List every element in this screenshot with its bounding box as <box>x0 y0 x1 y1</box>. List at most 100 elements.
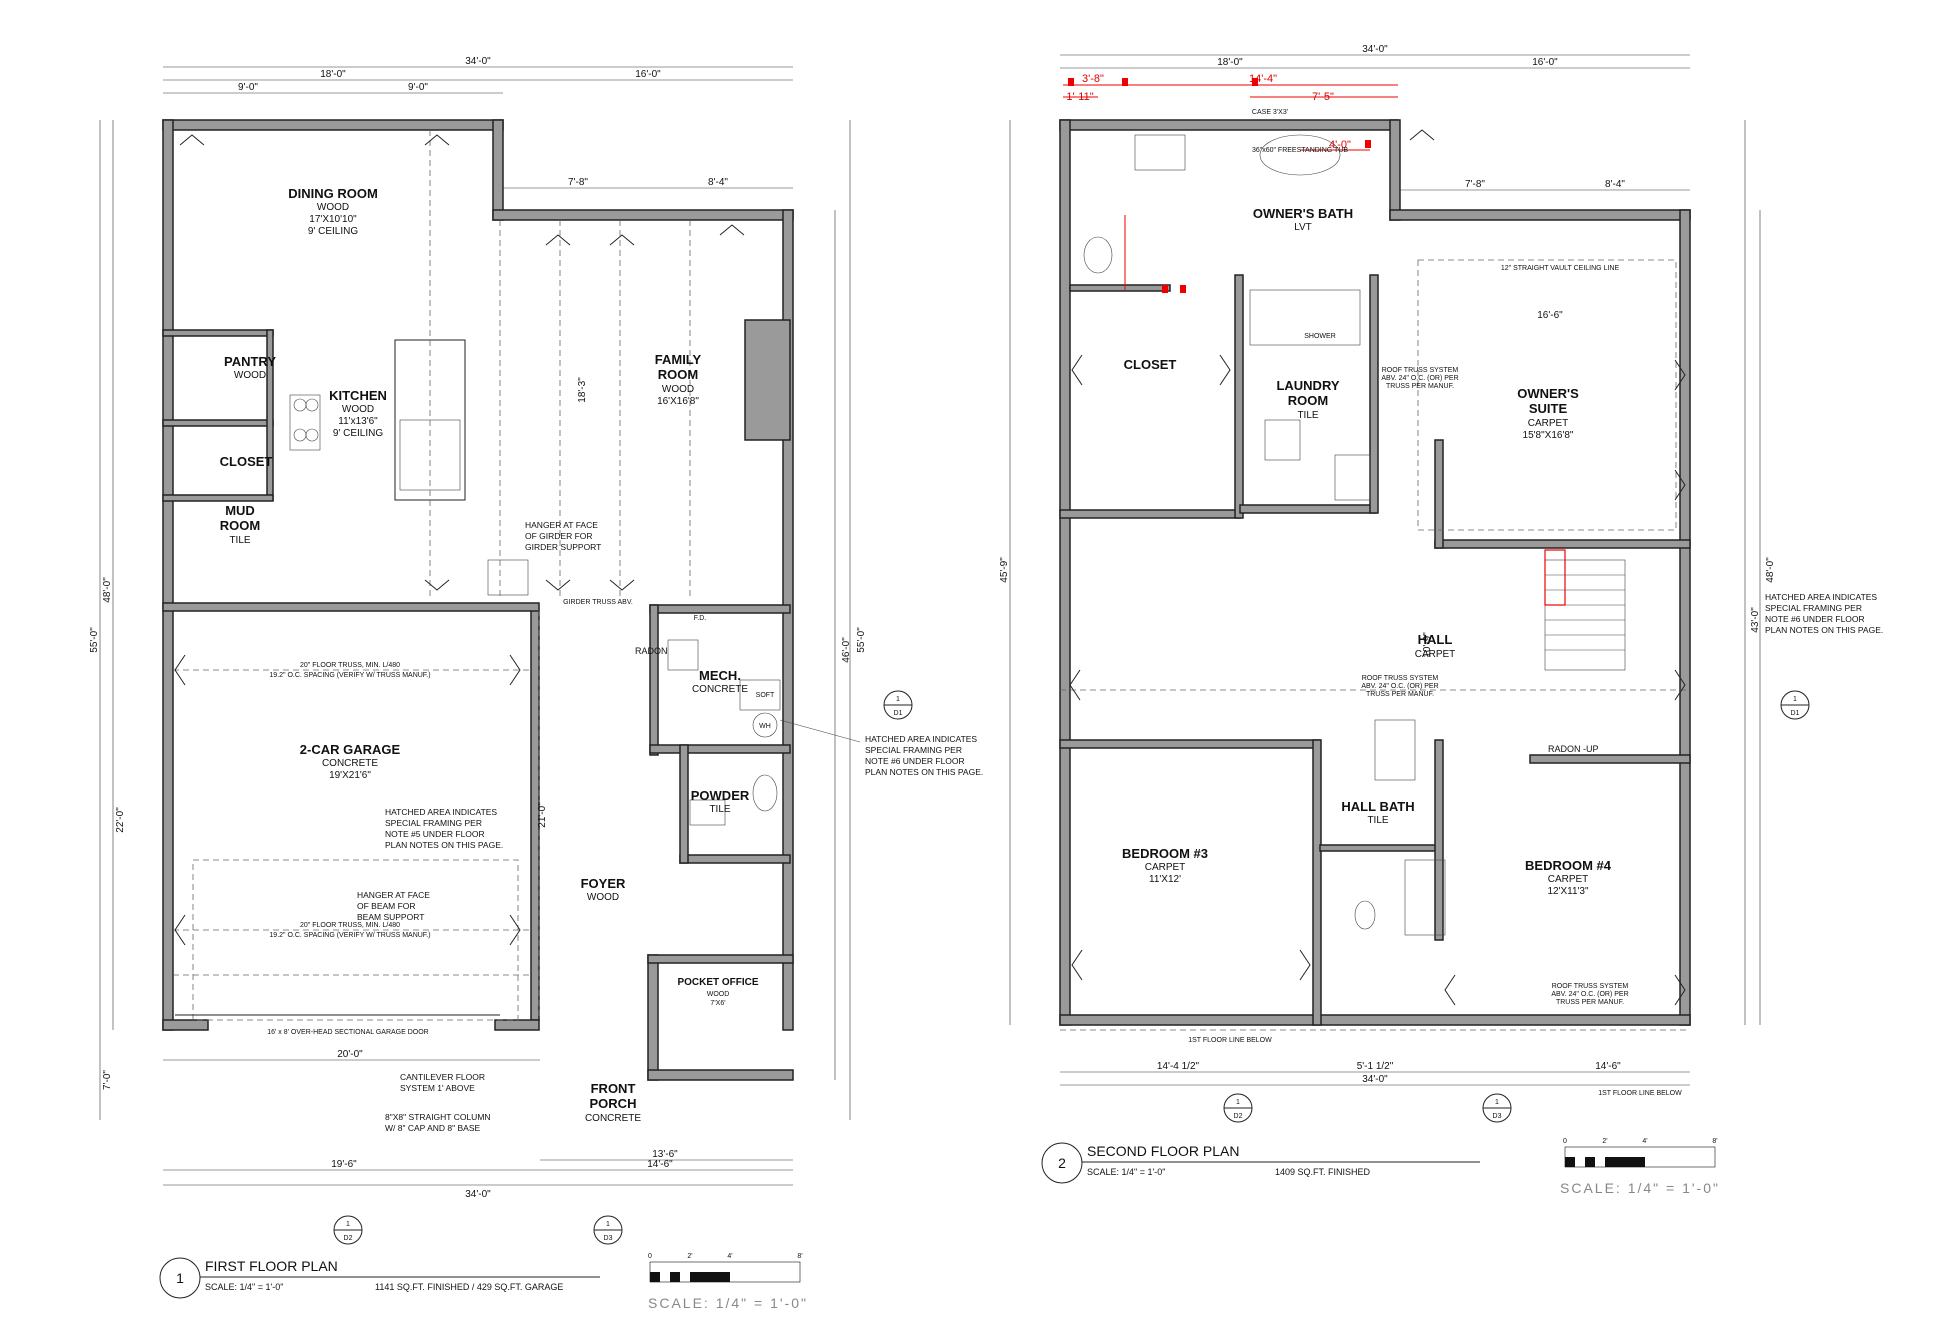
dim-sf-bot-total: 34'-0" <box>1362 1074 1388 1085</box>
room-foyer: FOYER WOOD <box>581 876 626 903</box>
svg-text:TILE: TILE <box>1297 410 1318 421</box>
dim-sf-right-43: 43'-0" <box>1750 607 1761 633</box>
svg-text:WOOD: WOOD <box>342 404 374 415</box>
svg-text:NOTE #5 UNDER FLOOR: NOTE #5 UNDER FLOOR <box>385 829 485 839</box>
svg-text:17'X10'10": 17'X10'10" <box>309 214 357 225</box>
dim-sf-left-total: 45'-9" <box>999 557 1010 583</box>
svg-text:TILE: TILE <box>709 804 730 815</box>
svg-text:WOOD: WOOD <box>662 384 694 395</box>
dim-ff-18-3: 18'-3" <box>577 377 588 403</box>
svg-text:D2: D2 <box>1234 1113 1243 1120</box>
svg-text:CONCRETE: CONCRETE <box>322 758 378 769</box>
svg-text:ROOM: ROOM <box>1288 393 1328 408</box>
svg-text:SCALE: 1/4" = 1'-0": SCALE: 1/4" = 1'-0" <box>1560 1180 1720 1196</box>
red-dim-e: 4'-0" <box>1329 139 1351 151</box>
room-owners-suite: OWNER'S SUITE CARPET 15'8"X16'8" <box>1517 386 1579 441</box>
svg-text:TRUSS PER MANUF.: TRUSS PER MANUF. <box>1386 383 1454 390</box>
svg-text:ROOM: ROOM <box>658 367 698 382</box>
svg-text:11'X12': 11'X12' <box>1149 874 1181 885</box>
second-floor-room-labels: OWNER'S BATH LVT CLOSET LAUNDRY ROOM TIL… <box>1122 206 1612 897</box>
svg-text:OWNER'S BATH: OWNER'S BATH <box>1253 206 1353 221</box>
svg-text:WOOD: WOOD <box>317 202 349 213</box>
svg-text:4': 4' <box>727 1253 732 1260</box>
svg-text:TRUSS PER MANUF.: TRUSS PER MANUF. <box>1366 691 1434 698</box>
svg-text:ROOM: ROOM <box>220 518 260 533</box>
svg-text:WOOD: WOOD <box>707 991 730 998</box>
ff-scale-bar: 0 2' 4' 8' SCALE: 1/4" = 1'-0" <box>648 1253 806 1311</box>
svg-text:MECH.: MECH. <box>699 668 741 683</box>
svg-text:20" FLOOR TRUSS, MIN. L/480: 20" FLOOR TRUSS, MIN. L/480 <box>300 662 400 669</box>
dim-sf-suite-w: 16'-6" <box>1537 310 1563 321</box>
ff-area: 1141 SQ.FT. FINISHED / 429 SQ.FT. GARAGE <box>375 1282 563 1292</box>
svg-text:TILE: TILE <box>1367 815 1388 826</box>
room-owners-bath: OWNER'S BATH LVT <box>1253 206 1353 233</box>
dim-ff-bot-total: 34'-0" <box>465 1189 491 1200</box>
svg-text:D1: D1 <box>894 710 903 717</box>
room-pocket-office: POCKET OFFICE WOOD 7'X6' <box>677 977 758 1007</box>
svg-text:SPECIAL FRAMING PER: SPECIAL FRAMING PER <box>385 818 482 828</box>
dim-ff-top-b: 16'-0" <box>635 69 661 80</box>
room-family: FAMILY ROOM WOOD 16'X16'8" <box>655 352 702 407</box>
svg-text:KITCHEN: KITCHEN <box>329 388 387 403</box>
room-front-porch: FRONT PORCH CONCRETE <box>585 1081 641 1124</box>
second-floor-notes: HATCHED AREA INDICATES SPECIAL FRAMING P… <box>1188 109 1883 1097</box>
first-floor-dim-labels: 34'-0" 18'-0" 16'-0" 9'-0" 9'-0" 7'-8" 8… <box>89 56 867 1200</box>
svg-text:WH: WH <box>759 723 771 730</box>
dim-sf-top-a: 18'-0" <box>1217 57 1243 68</box>
svg-text:0: 0 <box>1563 1138 1567 1145</box>
svg-text:TRUSS PER MANUF.: TRUSS PER MANUF. <box>1556 999 1624 1006</box>
svg-text:1: 1 <box>346 1221 350 1228</box>
dim-sf-top-b: 16'-0" <box>1532 57 1558 68</box>
sf-scale: SCALE: 1/4" = 1'-0" <box>1087 1167 1165 1177</box>
first-floor-room-labels: DINING ROOM WOOD 17'X10'10" 9' CEILING K… <box>220 186 759 1124</box>
dim-ff-top-e: 7'-8" <box>568 177 588 188</box>
red-dim-d: 7'-5" <box>1312 91 1334 103</box>
svg-text:PLAN NOTES ON THIS PAGE.: PLAN NOTES ON THIS PAGE. <box>385 840 503 850</box>
second-floor-plan: 3'-8" 1'-11" 14'-4" 7'-5" 4'-0" 34'-0" 1 <box>999 44 1883 1196</box>
svg-text:ROOF TRUSS SYSTEM: ROOF TRUSS SYSTEM <box>1382 367 1459 374</box>
svg-text:PANTRY: PANTRY <box>224 354 276 369</box>
svg-text:ABV. 24" O.C. (OR) PER: ABV. 24" O.C. (OR) PER <box>1361 683 1438 690</box>
svg-text:HANGER AT FACE: HANGER AT FACE <box>525 520 598 530</box>
room-bedroom-3: BEDROOM #3 CARPET 11'X12' <box>1122 846 1208 885</box>
dim-ff-left-7: 7'-0" <box>102 1070 113 1090</box>
svg-text:SUITE: SUITE <box>1529 401 1568 416</box>
svg-text:OF GIRDER FOR: OF GIRDER FOR <box>525 531 593 541</box>
svg-text:RADON -UP: RADON -UP <box>1548 744 1599 754</box>
svg-text:20" FLOOR TRUSS, MIN. L/480: 20" FLOOR TRUSS, MIN. L/480 <box>300 922 400 929</box>
svg-text:1: 1 <box>1793 696 1797 703</box>
svg-text:CARPET: CARPET <box>1548 874 1589 885</box>
svg-text:D1: D1 <box>1791 710 1800 717</box>
second-floor-walls <box>1059 119 1691 1026</box>
room-bedroom-4: BEDROOM #4 CARPET 12'X11'3" <box>1525 858 1612 897</box>
svg-text:BEDROOM #4: BEDROOM #4 <box>1525 858 1612 873</box>
svg-text:SYSTEM 1' ABOVE: SYSTEM 1' ABOVE <box>400 1083 475 1093</box>
room-closet-ff: CLOSET <box>220 454 273 469</box>
dim-ff-top-a: 18'-0" <box>320 69 346 80</box>
dim-sf-bot-b: 5'-1 1/2" <box>1357 1061 1394 1072</box>
sf-scale-bar: 0 2' 4' 8' SCALE: 1/4" = 1'-0" <box>1560 1138 1720 1196</box>
svg-text:16'X16'8": 16'X16'8" <box>657 396 699 407</box>
dim-ff-bot-a: 19'-6" <box>331 1159 357 1170</box>
svg-text:ABV. 24" O.C. (OR) PER: ABV. 24" O.C. (OR) PER <box>1551 991 1628 998</box>
svg-text:OWNER'S: OWNER'S <box>1517 386 1579 401</box>
room-pantry: PANTRY WOOD <box>224 354 276 381</box>
dim-ff-right-total: 55'-0" <box>856 627 867 653</box>
room-mud: MUD ROOM TILE <box>220 503 260 546</box>
svg-text:ROOF TRUSS SYSTEM: ROOF TRUSS SYSTEM <box>1362 675 1439 682</box>
ff-title-number: 1 <box>176 1270 184 1286</box>
room-powder: POWDER TILE <box>691 788 750 815</box>
svg-text:0: 0 <box>648 1253 652 1260</box>
dim-ff-bot-c: 20'-0" <box>337 1049 363 1060</box>
first-floor-title-block: 1 FIRST FLOOR PLAN SCALE: 1/4" = 1'-0" 1… <box>159 1257 600 1299</box>
svg-text:CANTILEVER FLOOR: CANTILEVER FLOOR <box>400 1072 485 1082</box>
first-floor-fixtures <box>173 130 781 1021</box>
svg-text:9' CEILING: 9' CEILING <box>333 428 383 439</box>
sf-area: 1409 SQ.FT. FINISHED <box>1275 1167 1371 1177</box>
svg-text:RADON: RADON <box>635 646 668 656</box>
svg-text:HANGER AT FACE: HANGER AT FACE <box>357 890 430 900</box>
svg-text:D2: D2 <box>344 1235 353 1242</box>
svg-text:POCKET OFFICE: POCKET OFFICE <box>677 977 758 988</box>
svg-text:HATCHED AREA INDICATES: HATCHED AREA INDICATES <box>385 807 497 817</box>
room-garage: 2-CAR GARAGE CONCRETE 19'X21'6" <box>300 742 401 781</box>
